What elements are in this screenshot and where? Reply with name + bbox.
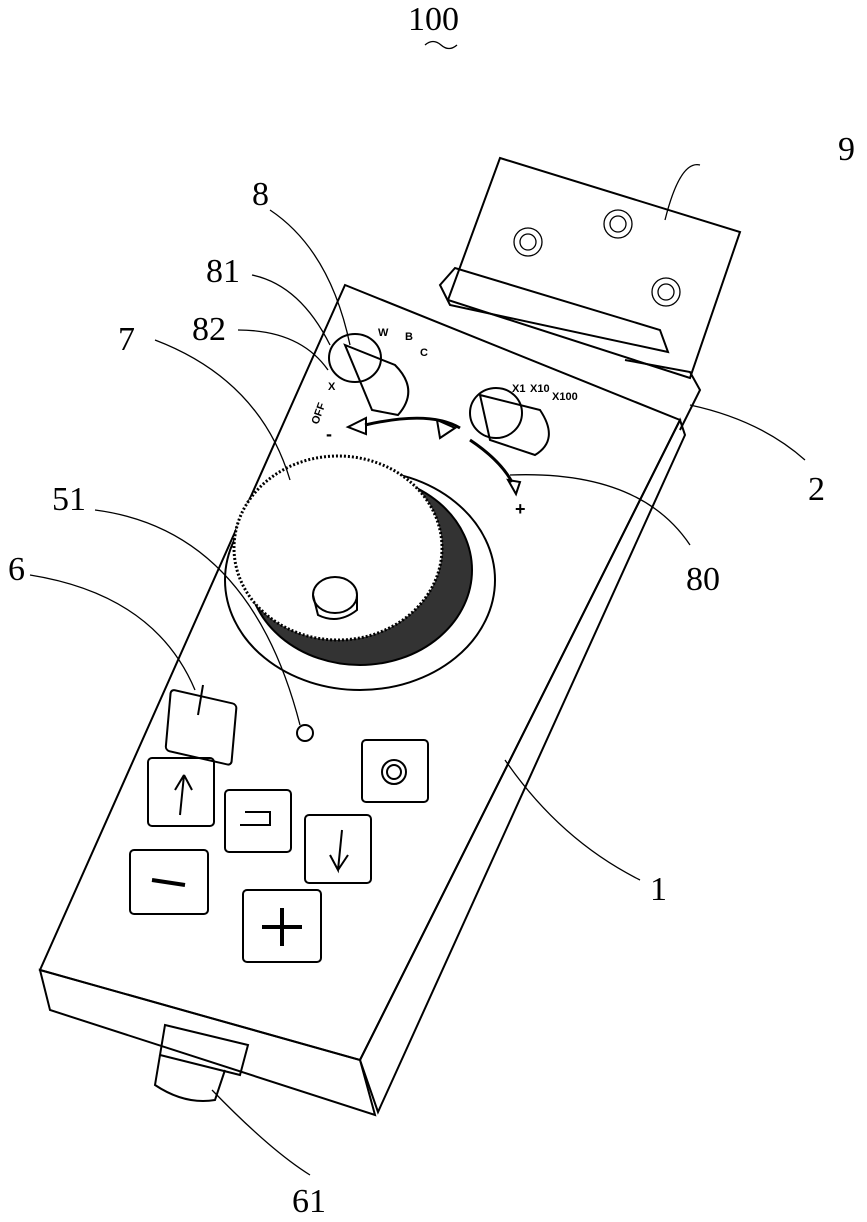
axis-selector-knob: OFF X W B C: [310, 327, 428, 426]
mark-w: W: [378, 327, 389, 339]
label-8: 8: [252, 176, 269, 213]
up-button: [148, 758, 214, 826]
label-9: 9: [838, 131, 855, 168]
cable-connector: [155, 1025, 248, 1101]
label-7: 7: [118, 321, 135, 358]
stop-button: [362, 740, 428, 802]
mark-b: B: [405, 331, 413, 343]
housing: [40, 285, 685, 1115]
label-51: 51: [52, 481, 86, 518]
plus-mark: +: [515, 499, 526, 519]
indicator-light: [297, 725, 313, 741]
mark-x100: X100: [552, 391, 578, 403]
mark-x: X: [328, 381, 336, 393]
label-81: 81: [206, 253, 240, 290]
label-61: 61: [292, 1183, 326, 1220]
label-1: 1: [650, 871, 667, 908]
mark-x1: X1: [512, 383, 525, 395]
label-2: 2: [808, 471, 825, 508]
label-100: 100: [408, 1, 459, 38]
mark-c: C: [420, 347, 428, 359]
power-button: [166, 685, 237, 765]
mark-off: OFF: [310, 401, 329, 426]
label-6: 6: [8, 551, 25, 588]
minus-button: [130, 850, 208, 914]
mark-x10: X10: [530, 383, 550, 395]
scale-selector-knob: X1 X10 X100: [470, 383, 578, 455]
keypad: [130, 685, 428, 962]
plus-button: [243, 890, 321, 962]
minus-mark: -: [326, 424, 332, 444]
label-80: 80: [686, 561, 720, 598]
label-82: 82: [192, 311, 226, 348]
down-button: [305, 815, 371, 883]
handwheel: [225, 456, 495, 690]
return-button: [225, 790, 291, 852]
